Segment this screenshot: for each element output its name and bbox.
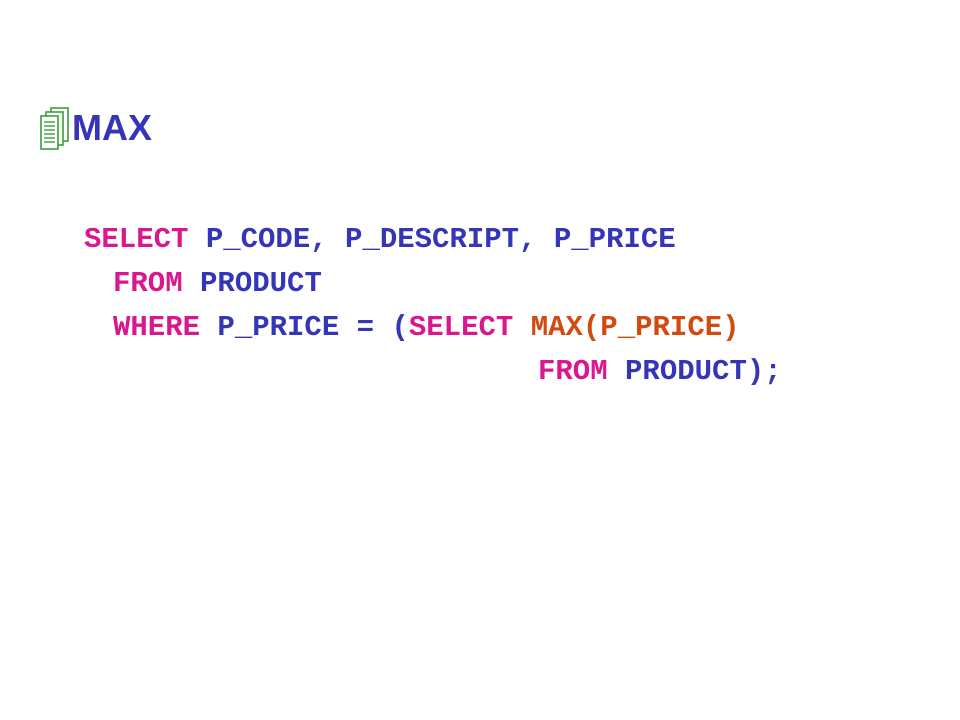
document-stack-icon bbox=[40, 107, 69, 150]
code-line: SELECT P_CODE, P_DESCRIPT, P_PRICE bbox=[84, 218, 676, 262]
code-token-function: MAX bbox=[530, 311, 583, 344]
code-token-function: (P_PRICE) bbox=[582, 311, 740, 344]
code-token-keyword: WHERE bbox=[113, 311, 201, 344]
code-token-keyword: FROM bbox=[113, 267, 183, 300]
code-token-identifier: P_PRICE = ( bbox=[200, 311, 409, 344]
code-line: FROM PRODUCT bbox=[113, 262, 322, 306]
sql-code-block: SELECT P_CODE, P_DESCRIPT, P_PRICE FROM … bbox=[0, 218, 782, 482]
code-token-identifier: P_CODE, P_DESCRIPT, P_PRICE bbox=[188, 223, 676, 256]
code-token-keyword: SELECT bbox=[84, 223, 189, 256]
code-line: WHERE P_PRICE = (SELECT MAX(P_PRICE) bbox=[113, 306, 740, 350]
heading-title: MAX bbox=[72, 107, 152, 148]
code-token-keyword: FROM bbox=[538, 355, 608, 388]
code-token-identifier: PRODUCT bbox=[182, 267, 322, 300]
slide-heading: MAX bbox=[36, 103, 152, 153]
code-token-identifier bbox=[513, 311, 530, 344]
code-token-keyword: SELECT bbox=[408, 311, 514, 344]
code-token-identifier: PRODUCT); bbox=[607, 355, 782, 388]
code-line: FROM PRODUCT); bbox=[538, 350, 782, 394]
